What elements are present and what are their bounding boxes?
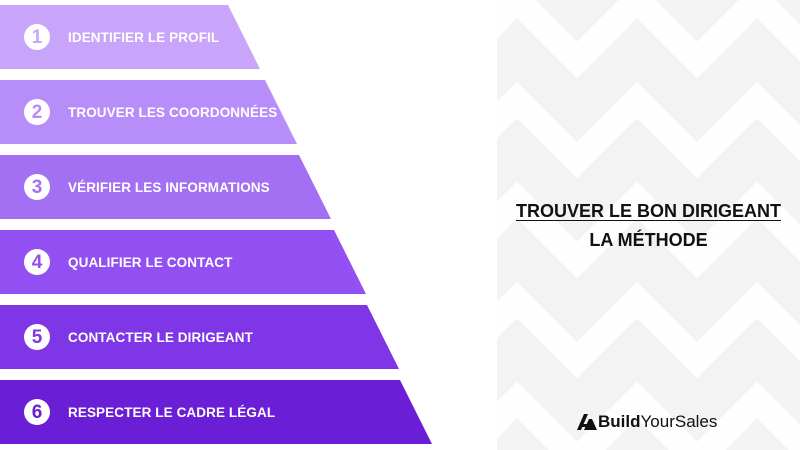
step-number-badge: 4 <box>24 249 50 275</box>
step-label: IDENTIFIER LE PROFIL <box>68 29 220 45</box>
step-band <box>0 80 297 144</box>
step-band <box>0 5 260 69</box>
step-band <box>0 305 399 369</box>
step-5: 5 CONTACTER LE DIRIGEANT <box>0 305 399 369</box>
logo-text-regular: YourSales <box>640 412 718 431</box>
step-label: QUALIFIER LE CONTACT <box>68 254 233 270</box>
step-number-badge: 3 <box>24 174 50 200</box>
step-label: CONTACTER LE DIRIGEANT <box>68 329 253 345</box>
background-pattern-panel <box>497 0 800 450</box>
step-4: 4 QUALIFIER LE CONTACT <box>0 230 366 294</box>
step-band <box>0 230 366 294</box>
step-label: RESPECTER LE CADRE LÉGAL <box>68 404 276 420</box>
step-band <box>0 380 432 444</box>
step-number-badge: 5 <box>24 324 50 350</box>
logo-text-bold: Build <box>598 412 641 431</box>
step-1: 1 IDENTIFIER LE PROFIL <box>0 5 260 69</box>
step-number-badge: 1 <box>24 24 50 50</box>
step-number-badge: 2 <box>24 99 50 125</box>
step-number-badge: 6 <box>24 399 50 425</box>
step-band <box>0 155 331 219</box>
buildyoursales-mark-icon <box>577 414 597 430</box>
page-subtitle: LA MÉTHODE <box>589 230 708 250</box>
step-3: 3 VÉRIFIER LES INFORMATIONS <box>0 155 331 219</box>
step-2: 2 TROUVER LES COORDONNÉES <box>0 80 297 144</box>
title-block: TROUVER LE BON DIRIGEANT LA MÉTHODE <box>497 199 800 252</box>
step-label: VÉRIFIER LES INFORMATIONS <box>68 179 270 195</box>
page-title: TROUVER LE BON DIRIGEANT <box>515 201 781 221</box>
step-6: 6 RESPECTER LE CADRE LÉGAL <box>0 380 432 444</box>
chevron-pattern <box>497 0 800 450</box>
step-label: TROUVER LES COORDONNÉES <box>68 104 278 120</box>
